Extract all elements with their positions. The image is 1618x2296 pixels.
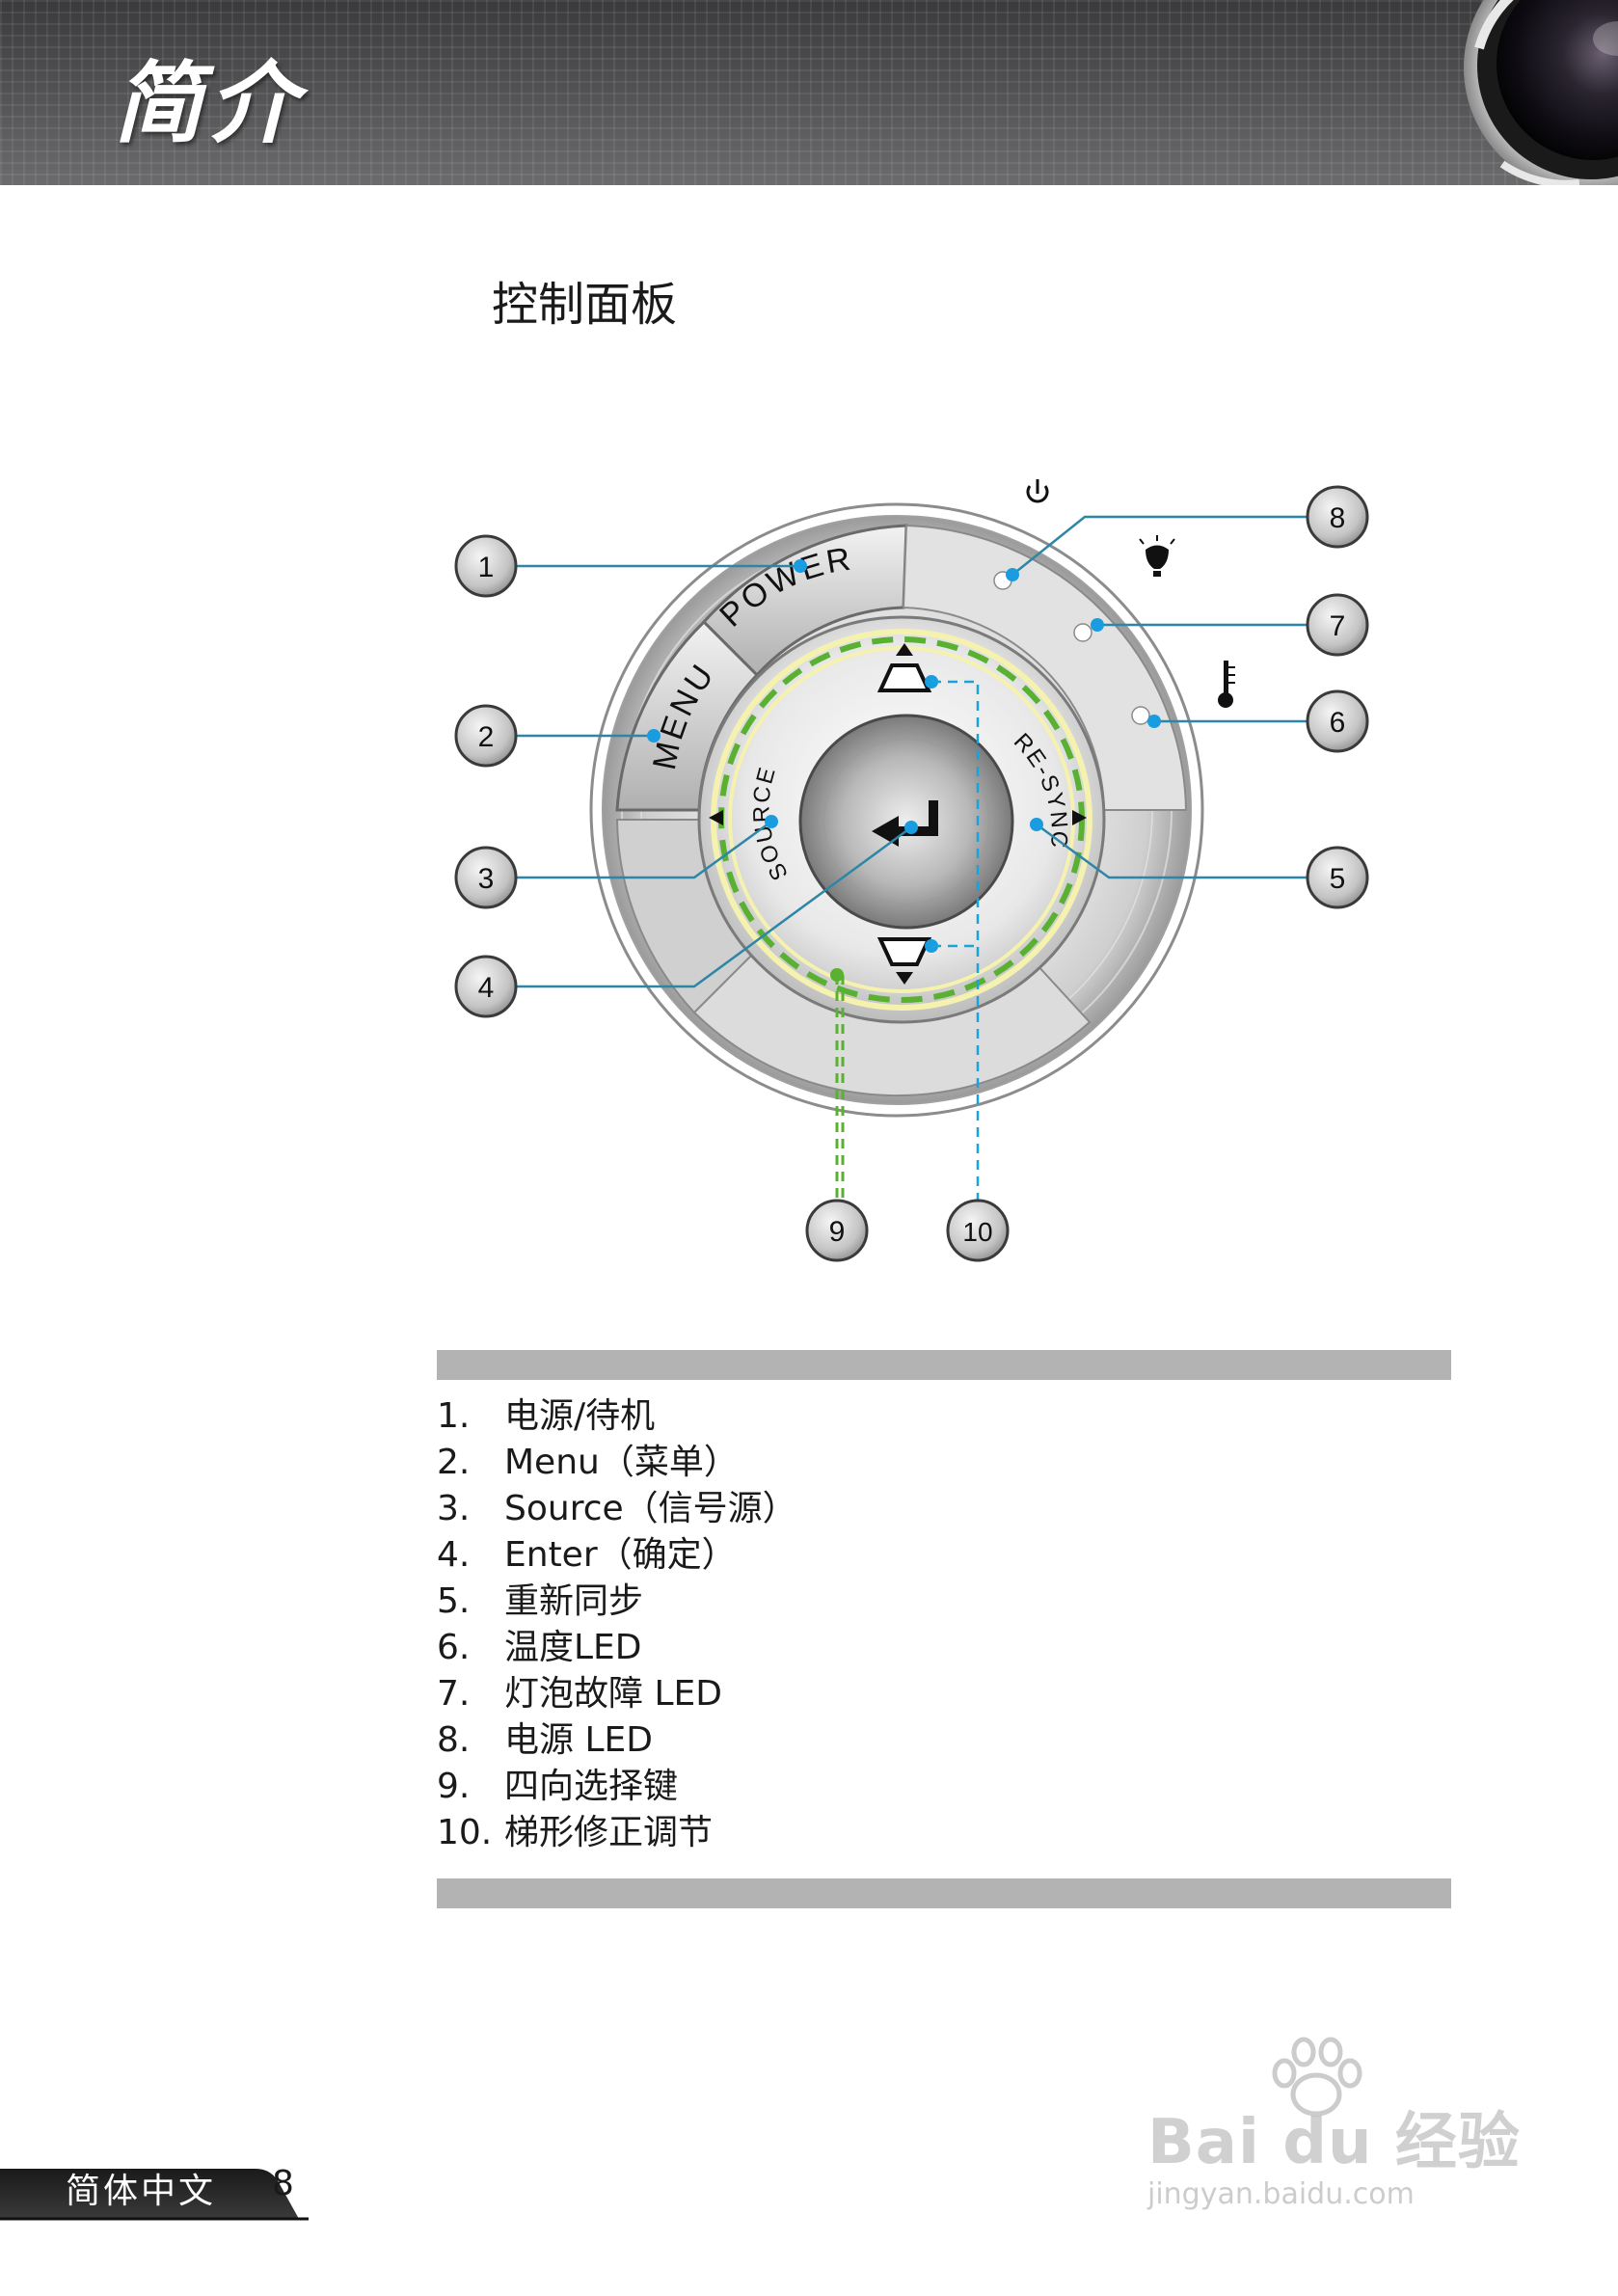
- callout-5: 5: [1306, 846, 1369, 909]
- callout-9: 9: [805, 1199, 869, 1262]
- callout-10: 10: [946, 1199, 1010, 1262]
- list-item-text: 电源 LED: [504, 1720, 653, 1760]
- page-header: 简介: [0, 0, 1618, 185]
- section-title: 控制面板: [492, 278, 678, 332]
- list-item-text: 重新同步: [504, 1581, 644, 1621]
- list-item-number: 10.: [437, 1813, 493, 1852]
- keystone-dashed-line: [931, 680, 980, 1205]
- list-item-number: 7.: [437, 1674, 471, 1714]
- list-item-text: 灯泡故障 LED: [504, 1674, 722, 1714]
- list-top-divider: [437, 1350, 1451, 1380]
- temp-led: [1131, 706, 1150, 725]
- led-panel-segment: [902, 524, 1188, 811]
- page-number: 8: [272, 2164, 294, 2203]
- svg-text:8: 8: [1330, 502, 1346, 534]
- callout-4: 4: [454, 955, 518, 1018]
- baidu-watermark: Bai du 经验 jingyan.baidu.com: [1138, 2035, 1543, 2228]
- list-item-number: 9.: [437, 1767, 471, 1806]
- callout-7: 7: [1306, 593, 1369, 657]
- list-item-number: 2.: [437, 1443, 471, 1482]
- list-bottom-divider: [437, 1878, 1451, 1908]
- list-item-number: 4.: [437, 1535, 471, 1575]
- header-title: 简介: [114, 52, 304, 155]
- svg-text:9: 9: [829, 1216, 846, 1248]
- callout-1: 1: [454, 534, 518, 598]
- footer-tab-shape: [0, 2169, 309, 2221]
- callout-8: 8: [1306, 485, 1369, 549]
- leader-lines: [517, 515, 1308, 988]
- svg-text:2: 2: [478, 721, 495, 753]
- svg-text:10: 10: [962, 1217, 992, 1247]
- footer-language: 简体中文: [66, 2172, 217, 2211]
- list-item-number: 3.: [437, 1489, 471, 1528]
- right-arrow-icon[interactable]: [1072, 810, 1087, 825]
- svg-text:1: 1: [478, 552, 495, 583]
- watermark-url: jingyan.baidu.com: [1147, 2177, 1415, 2211]
- lamp-led: [1073, 623, 1092, 642]
- svg-text:6: 6: [1330, 707, 1346, 739]
- list-item-text: 四向选择键: [504, 1767, 679, 1806]
- baidu-paw-icon: [1272, 2037, 1362, 2117]
- list-item-text: 温度LED: [504, 1628, 642, 1667]
- svg-text:3: 3: [478, 863, 495, 895]
- svg-text:4: 4: [478, 972, 495, 1004]
- projector-lens-icon: [1464, 0, 1618, 185]
- left-arrow-icon[interactable]: [709, 810, 723, 825]
- page-footer: 简体中文 8: [0, 2165, 318, 2223]
- list-item-text: Enter（确定）: [504, 1535, 737, 1575]
- list-item-text: Source（信号源）: [504, 1489, 797, 1528]
- callout-6: 6: [1306, 689, 1369, 753]
- thermometer-icon: [1218, 661, 1235, 708]
- keystone-up-icon[interactable]: [876, 643, 932, 692]
- callout-3: 3: [454, 846, 518, 909]
- svg-text:5: 5: [1330, 863, 1346, 895]
- list-item-text: 梯形修正调节: [504, 1813, 714, 1852]
- power-icon: [1026, 479, 1049, 503]
- callout-2: 2: [454, 704, 518, 768]
- lamp-icon: [1139, 535, 1175, 577]
- list-item-text: Menu（菜单）: [504, 1443, 739, 1482]
- svg-text:7: 7: [1330, 610, 1346, 642]
- keystone-down-icon[interactable]: [876, 937, 932, 985]
- list-item-text: 电源/待机: [504, 1396, 656, 1436]
- list-item-number: 5.: [437, 1581, 471, 1621]
- enter-button[interactable]: [798, 714, 1014, 930]
- list-item-number: 1.: [437, 1396, 471, 1436]
- control-panel-diagram: POWER MENU SOURCE RE-SYNC: [454, 479, 1369, 1262]
- list-item-number: 8.: [437, 1720, 471, 1760]
- list-item-number: 6.: [437, 1628, 471, 1667]
- four-way-dashed-line: [835, 975, 845, 1205]
- watermark-brand: Bai du 经验: [1147, 2107, 1521, 2178]
